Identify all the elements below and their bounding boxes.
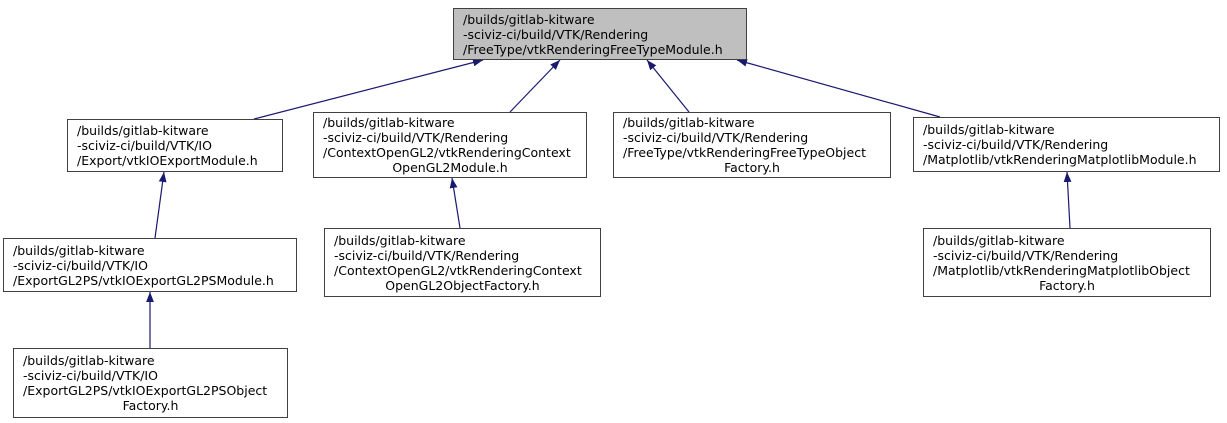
node-label-line: /builds/gitlab-kitware — [463, 11, 595, 27]
node-label-line: Factory.h — [122, 398, 179, 413]
node-label-line: /ContextOpenGL2/vtkRenderingContext — [323, 145, 571, 160]
graph-node-rendering-freetype-object-factory[interactable]: /builds/gitlab-kitware-sciviz-ci/build/V… — [613, 112, 891, 178]
node-label-line: /ExportGL2PS/vtkIOExportGL2PSModule.h — [13, 272, 274, 288]
graph-node-rendering-freetype-module: /builds/gitlab-kitware-sciviz-ci/build/V… — [453, 8, 747, 60]
node-label-line: /builds/gitlab-kitware — [77, 123, 209, 138]
dependency-edge-rendering-context-opengl2-module-to-rendering-freetype-module — [509, 59, 561, 113]
node-label-line: /builds/gitlab-kitware — [933, 232, 1065, 248]
node-label-line: -sciviz-ci/build/VTK/IO — [13, 257, 148, 273]
dependency-edge-rendering-context-opengl2-object-factory-to-rendering-context-opengl2-module — [449, 177, 461, 229]
node-label-line: -sciviz-ci/build/VTK/IO — [77, 138, 212, 153]
node-label-line: /builds/gitlab-kitware — [323, 115, 455, 130]
node-label-line: OpenGL2ObjectFactory.h — [385, 277, 540, 293]
node-label-line: /builds/gitlab-kitware — [334, 232, 466, 248]
node-label-line: -sciviz-ci/build/VTK/Rendering — [623, 130, 809, 145]
node-label-line: /FreeType/vtkRenderingFreeTypeObject — [623, 145, 866, 160]
graph-node-rendering-context-opengl2-module[interactable]: /builds/gitlab-kitware-sciviz-ci/build/V… — [313, 112, 587, 178]
node-label-line: -sciviz-ci/build/VTK/Rendering — [334, 247, 520, 263]
graph-node-rendering-matplotlib-object-factory[interactable]: /builds/gitlab-kitware-sciviz-ci/build/V… — [923, 228, 1211, 297]
graph-node-rendering-matplotlib-module[interactable]: /builds/gitlab-kitware-sciviz-ci/build/V… — [913, 117, 1220, 172]
node-label-line: OpenGL2Module.h — [392, 160, 508, 175]
node-label-line: /FreeType/vtkRenderingFreeTypeModule.h — [463, 41, 723, 57]
node-label-line: -sciviz-ci/build/VTK/Rendering — [463, 26, 649, 42]
node-label-line: /Export/vtkIOExportModule.h — [77, 153, 258, 168]
node-label-line: -sciviz-ci/build/VTK/IO — [23, 368, 158, 383]
node-label-line: /ExportGL2PS/vtkIOExportGL2PSObject — [23, 383, 268, 398]
node-label-line: Factory.h — [724, 160, 780, 175]
node-label-line: /ContextOpenGL2/vtkRenderingContext — [334, 262, 582, 278]
graph-node-io-export-module[interactable]: /builds/gitlab-kitware-sciviz-ci/build/V… — [67, 119, 283, 172]
graph-node-io-export-gl2ps-object-factory[interactable]: /builds/gitlab-kitware-sciviz-ci/build/V… — [13, 348, 288, 418]
node-label-line: /builds/gitlab-kitware — [623, 115, 755, 130]
graph-node-rendering-context-opengl2-object-factory[interactable]: /builds/gitlab-kitware-sciviz-ci/build/V… — [324, 228, 601, 297]
dependency-edge-rendering-freetype-object-factory-to-rendering-freetype-module — [646, 59, 690, 113]
graph-node-io-export-gl2ps-module[interactable]: /builds/gitlab-kitware-sciviz-ci/build/V… — [3, 238, 297, 292]
node-label-line: /builds/gitlab-kitware — [23, 353, 155, 368]
dependency-edge-io-export-gl2ps-module-to-io-export-module — [154, 171, 167, 239]
node-label-line: -sciviz-ci/build/VTK/Rendering — [933, 247, 1119, 263]
dependency-edge-rendering-matplotlib-object-factory-to-rendering-matplotlib-module — [1063, 171, 1072, 229]
node-label-line: /builds/gitlab-kitware — [13, 242, 145, 258]
node-label-line: Factory.h — [1039, 277, 1095, 293]
node-label-line: /builds/gitlab-kitware — [923, 122, 1055, 137]
dependency-edge-rendering-matplotlib-module-to-rendering-freetype-module — [736, 58, 941, 118]
dependency-edge-io-export-module-to-rendering-freetype-module — [253, 58, 484, 120]
node-label-line: /Matplotlib/vtkRenderingMatplotlibModule… — [923, 152, 1197, 167]
node-label-line: -sciviz-ci/build/VTK/Rendering — [923, 137, 1109, 152]
node-label-line: -sciviz-ci/build/VTK/Rendering — [323, 130, 509, 145]
node-label-line: /Matplotlib/vtkRenderingMatplotlibObject — [933, 262, 1190, 278]
